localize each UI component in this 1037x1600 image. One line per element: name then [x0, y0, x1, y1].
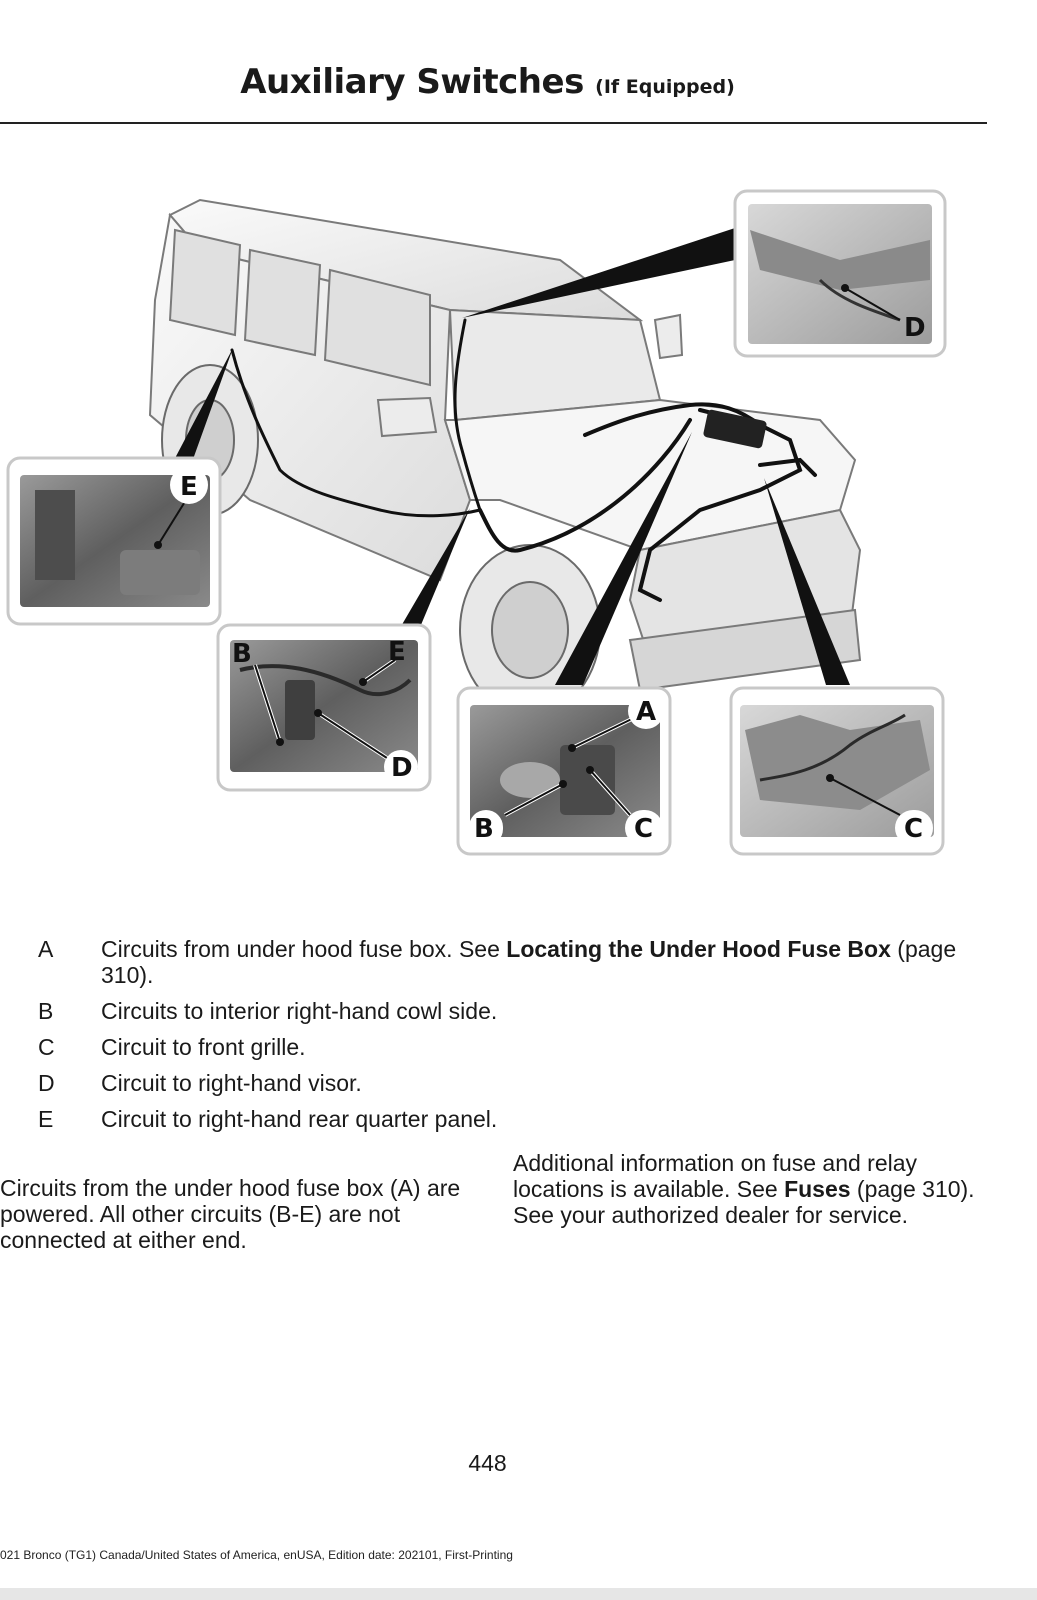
legend-text: Circuits from under hood fuse box. See: [101, 936, 506, 962]
vehicle-wiring-figure: D E: [0, 170, 1037, 890]
passenger-mirror: [655, 315, 682, 358]
legend-letter: E: [38, 1106, 78, 1133]
legend-item: C Circuit to front grille.: [0, 1034, 1000, 1070]
body-paragraph-right: Additional information on fuse and relay…: [513, 1150, 1003, 1228]
legend-item: A Circuits from under hood fuse box. See…: [0, 936, 1000, 998]
callout-label-c-grille: C: [904, 814, 923, 844]
legend-description: Circuit to front grille.: [101, 1034, 981, 1060]
legend-item: B Circuits to interior right-hand cowl s…: [0, 998, 1000, 1034]
legend-item: D Circuit to right-hand visor.: [0, 1070, 1000, 1106]
inset-fuse-box-a-b-c: A B C: [458, 688, 670, 854]
header-divider: [0, 122, 987, 124]
inset-cowl-b-e-d: B E D: [218, 625, 430, 790]
page-title-suffix: (If Equipped): [595, 76, 735, 98]
legend-link-under-hood-fuse-box[interactable]: Locating the Under Hood Fuse Box: [506, 936, 891, 962]
callout-label-b-fuse: B: [474, 814, 494, 844]
legend-item: E Circuit to right-hand rear quarter pan…: [0, 1106, 1000, 1142]
callout-label-d-top: D: [904, 313, 926, 343]
body-link-fuses[interactable]: Fuses: [784, 1176, 850, 1202]
body-paragraph-left: Circuits from the under hood fuse box (A…: [0, 1175, 480, 1253]
side-mirror: [378, 398, 436, 436]
legend-letter: D: [38, 1070, 78, 1097]
legend-letter: C: [38, 1034, 78, 1061]
legend-description: Circuit to right-hand visor.: [101, 1070, 981, 1096]
legend-description: Circuits from under hood fuse box. See L…: [101, 936, 981, 988]
inset-grille-c: C: [731, 688, 943, 854]
callout-label-c-fuse: C: [634, 814, 653, 844]
bottom-bar: [0, 1588, 1037, 1600]
inset-quarter-panel-e: E: [8, 458, 220, 624]
callout-label-a: A: [636, 697, 656, 727]
page-title: Auxiliary Switches (If Equipped): [0, 62, 975, 102]
page-number: 448: [0, 1450, 975, 1477]
legend-letter: B: [38, 998, 78, 1025]
figure-legend: A Circuits from under hood fuse box. See…: [0, 936, 1000, 1142]
page-footer: 021 Bronco (TG1) Canada/United States of…: [0, 1548, 513, 1562]
legend-letter: A: [38, 936, 78, 963]
legend-description: Circuits to interior right-hand cowl sid…: [101, 998, 981, 1024]
page-title-main: Auxiliary Switches: [240, 62, 584, 102]
callout-label-e-cowl: E: [388, 637, 406, 667]
legend-description: Circuit to right-hand rear quarter panel…: [101, 1106, 981, 1132]
vehicle-wiring-illustration: D E: [0, 170, 1037, 890]
callout-label-b-cowl: B: [232, 639, 252, 669]
inset-visor-d: D: [735, 191, 945, 356]
callout-label-e-left: E: [180, 472, 198, 502]
callout-label-d-cowl: D: [391, 753, 413, 783]
